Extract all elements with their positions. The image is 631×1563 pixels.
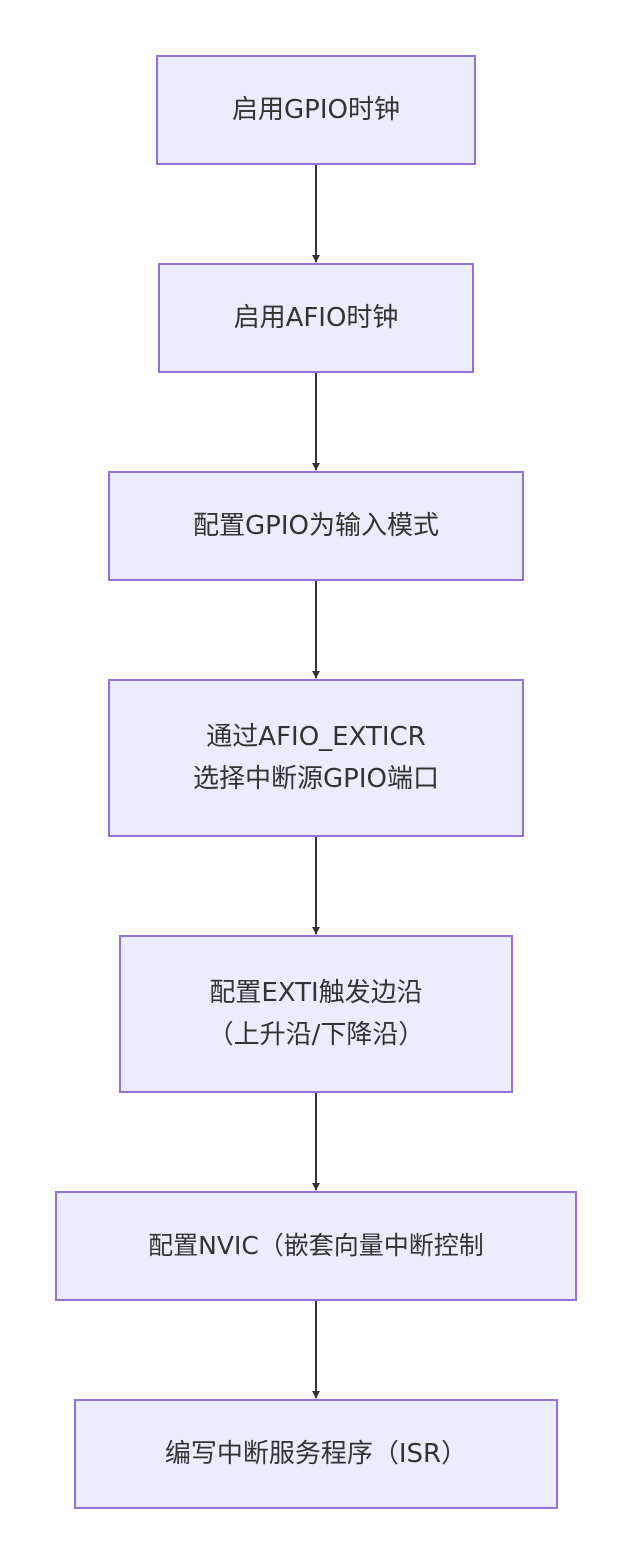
node-config-gpio-input: 配置GPIO为输入模式 xyxy=(108,471,524,581)
node-select-interrupt-source: 通过AFIO_EXTICR 选择中断源GPIO端口 xyxy=(108,679,524,837)
node-label: 启用AFIO时钟 xyxy=(233,303,399,333)
node-label-line-2: （上升沿/下降沿） xyxy=(207,1020,425,1050)
node-label: 配置GPIO为输入模式 xyxy=(193,511,439,541)
node-enable-gpio-clock: 启用GPIO时钟 xyxy=(156,55,476,165)
node-config-nvic: 配置NVIC（嵌套向量中断控制 xyxy=(55,1191,577,1301)
node-label-line-1: 配置EXTI触发边沿 xyxy=(209,978,423,1008)
node-label-line-2: 选择中断源GPIO端口 xyxy=(193,764,439,794)
node-label: 编写中断服务程序（ISR） xyxy=(164,1439,468,1469)
node-label: 启用GPIO时钟 xyxy=(232,95,400,125)
node-config-exti-edge: 配置EXTI触发边沿 （上升沿/下降沿） xyxy=(119,935,513,1093)
node-enable-afio-clock: 启用AFIO时钟 xyxy=(158,263,474,373)
node-label-line-1: 通过AFIO_EXTICR xyxy=(206,722,426,752)
node-write-isr: 编写中断服务程序（ISR） xyxy=(74,1399,558,1509)
node-label: 配置NVIC（嵌套向量中断控制 xyxy=(148,1231,484,1260)
